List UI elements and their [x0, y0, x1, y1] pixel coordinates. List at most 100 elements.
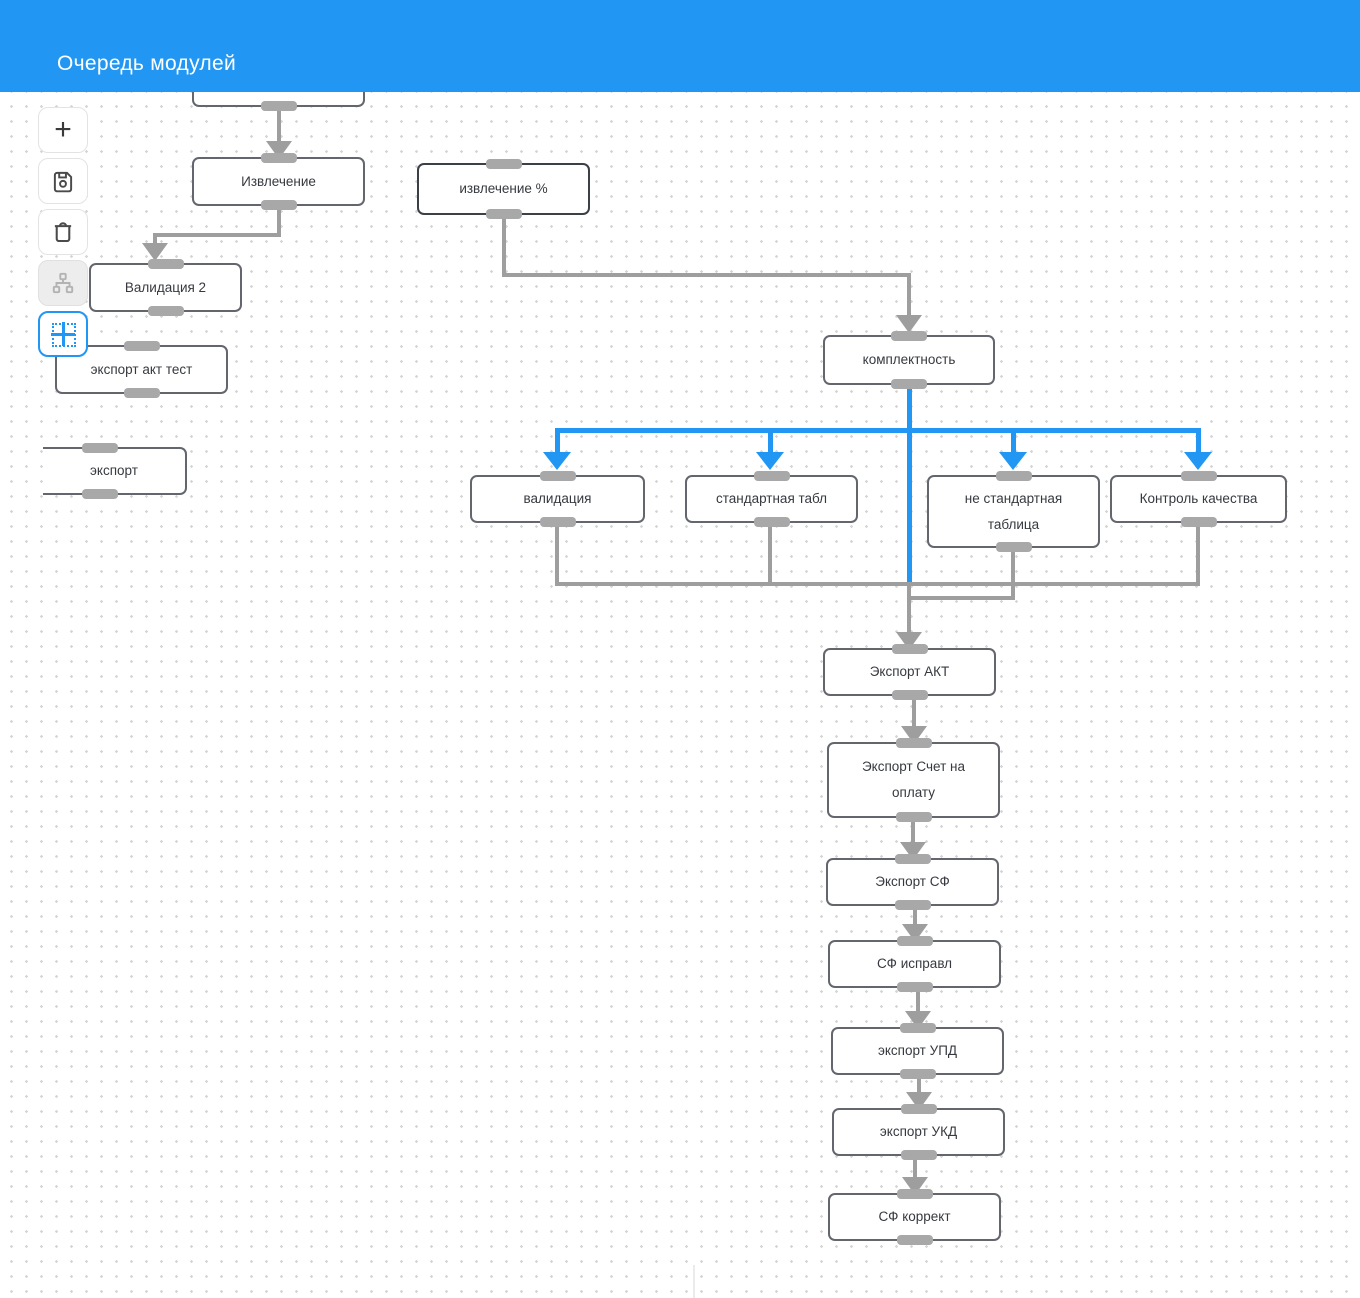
node-input-port[interactable] [894, 854, 931, 864]
node-input-port[interactable] [147, 259, 184, 269]
node-input-port[interactable] [539, 471, 576, 481]
arrowhead-icon [999, 452, 1027, 470]
node-label: Валидация 2 [124, 279, 207, 295]
arrowhead-icon [1184, 452, 1212, 470]
tree-layout-icon [52, 272, 74, 294]
node-label: экспорт [90, 463, 138, 478]
edge-segment [768, 526, 772, 584]
node-output-port[interactable] [123, 388, 160, 398]
save-button[interactable] [38, 158, 88, 204]
node-output-port[interactable] [485, 209, 522, 219]
edge-segment [554, 427, 1201, 433]
edge-segment [909, 596, 1015, 600]
flow-node-izvlechenie-pct[interactable]: извлечение % [417, 159, 590, 219]
node-input-port[interactable] [895, 738, 932, 748]
edge-segment [911, 700, 916, 726]
edge-segment [912, 910, 917, 924]
node-output-port[interactable] [900, 1150, 937, 1160]
node-label: Экспорт СФ [875, 874, 950, 889]
flow-node-eksport-upd[interactable]: экспорт УПД [831, 1023, 1004, 1079]
node-input-port[interactable] [891, 644, 928, 654]
save-icon [53, 171, 73, 193]
page-title: Очередь модулей [57, 52, 236, 75]
node-output-port[interactable] [260, 101, 297, 111]
flow-node-ne-standart-tabl[interactable]: не стандартная таблица [927, 471, 1100, 552]
edge-segment [153, 233, 157, 245]
node-label: извлечение % [459, 181, 548, 196]
flow-node-standart-tabl[interactable]: стандартная табл [685, 471, 858, 527]
node-output-port[interactable] [539, 517, 576, 527]
node-input-port[interactable] [123, 341, 160, 351]
edge-segment [912, 1160, 917, 1177]
flow-node-eksport[interactable]: экспорт [43, 443, 187, 499]
node-input-port[interactable] [1180, 471, 1217, 481]
node-input-port[interactable] [753, 471, 790, 481]
edge-segment [555, 582, 1200, 586]
flow-node-validacia2[interactable]: Валидация 2 [89, 259, 242, 316]
flow-node-izvlechenie[interactable]: Извлечение [192, 153, 365, 210]
node-label: экспорт акт тест [90, 361, 193, 377]
flow-node-eksport-sf[interactable]: Экспорт СФ [826, 854, 999, 910]
flow-node-komplektnost[interactable]: комплектность [823, 331, 995, 389]
node-input-port[interactable] [896, 1189, 933, 1199]
edge-segment [910, 822, 915, 842]
node-output-port[interactable] [891, 379, 927, 389]
edge-segment [555, 526, 559, 584]
edge-segment [915, 992, 920, 1011]
trash-icon [54, 222, 72, 243]
node-input-port[interactable] [485, 159, 522, 169]
node-input-port[interactable] [81, 443, 118, 453]
node-label: СФ исправл [876, 956, 953, 971]
node-input-port[interactable] [900, 1104, 937, 1114]
edge-segment [1011, 551, 1015, 598]
node-output-port[interactable] [81, 489, 118, 499]
flow-node-eksport-ukd[interactable]: экспорт УКД [832, 1104, 1005, 1160]
node-label: Экспорт АКТ [869, 664, 950, 679]
node-label: Извлечение [241, 173, 316, 189]
node-output-port[interactable] [896, 1235, 933, 1245]
auto-layout-button [38, 260, 88, 306]
arrowhead-icon [896, 315, 922, 333]
flow-node-eksport-akt[interactable]: Экспорт АКТ [823, 644, 996, 700]
edge-segment [906, 388, 912, 584]
flow-node-validacia[interactable]: валидация [470, 471, 645, 527]
node-output-port[interactable] [896, 982, 933, 992]
node-output-port[interactable] [894, 900, 931, 910]
node-output-port[interactable] [1180, 517, 1217, 527]
node-output-port[interactable] [895, 812, 932, 822]
node-label: Экспорт Счет на оплату [861, 759, 966, 800]
flow-node-kontrol-kachestva[interactable]: Контроль качества [1110, 471, 1287, 527]
canvas-toolbar: + [38, 107, 88, 357]
flow-node-sf-korrekt[interactable]: СФ коррект [828, 1189, 1001, 1245]
node-label: валидация [523, 491, 592, 506]
node-output-port[interactable] [891, 690, 928, 700]
plus-icon: + [54, 113, 72, 146]
node-label: СФ коррект [878, 1209, 951, 1224]
node-input-port[interactable] [995, 471, 1032, 481]
node-output-port[interactable] [753, 517, 790, 527]
node-output-port[interactable] [147, 306, 184, 316]
node-input-port[interactable] [896, 936, 933, 946]
delete-button[interactable] [38, 209, 88, 255]
node-input-port[interactable] [891, 331, 927, 341]
snap-grid-button[interactable] [38, 311, 88, 357]
edge-segment [1010, 430, 1016, 452]
edge-segment [907, 582, 911, 632]
node-label: экспорт УПД [877, 1043, 958, 1058]
node-output-port[interactable] [995, 542, 1032, 552]
node-input-port[interactable] [260, 153, 297, 163]
edge-segment [1196, 526, 1200, 584]
flow-node-eksport-schet[interactable]: Экспорт Счет на оплату [827, 738, 1000, 822]
flow-node-eksport-akt-test[interactable]: экспорт акт тест [55, 341, 228, 398]
node-input-port[interactable] [899, 1023, 936, 1033]
add-module-button[interactable]: + [38, 107, 88, 153]
edge-segment [501, 273, 911, 277]
node-label: не стандартная таблица [964, 490, 1063, 532]
node-output-port[interactable] [260, 200, 297, 210]
flow-node-sf-ispravl[interactable]: СФ исправл [828, 936, 1001, 992]
edge-segment [907, 277, 911, 315]
node-label: стандартная табл [715, 491, 828, 506]
node-output-port[interactable] [899, 1069, 936, 1079]
edge-segment [767, 430, 773, 452]
